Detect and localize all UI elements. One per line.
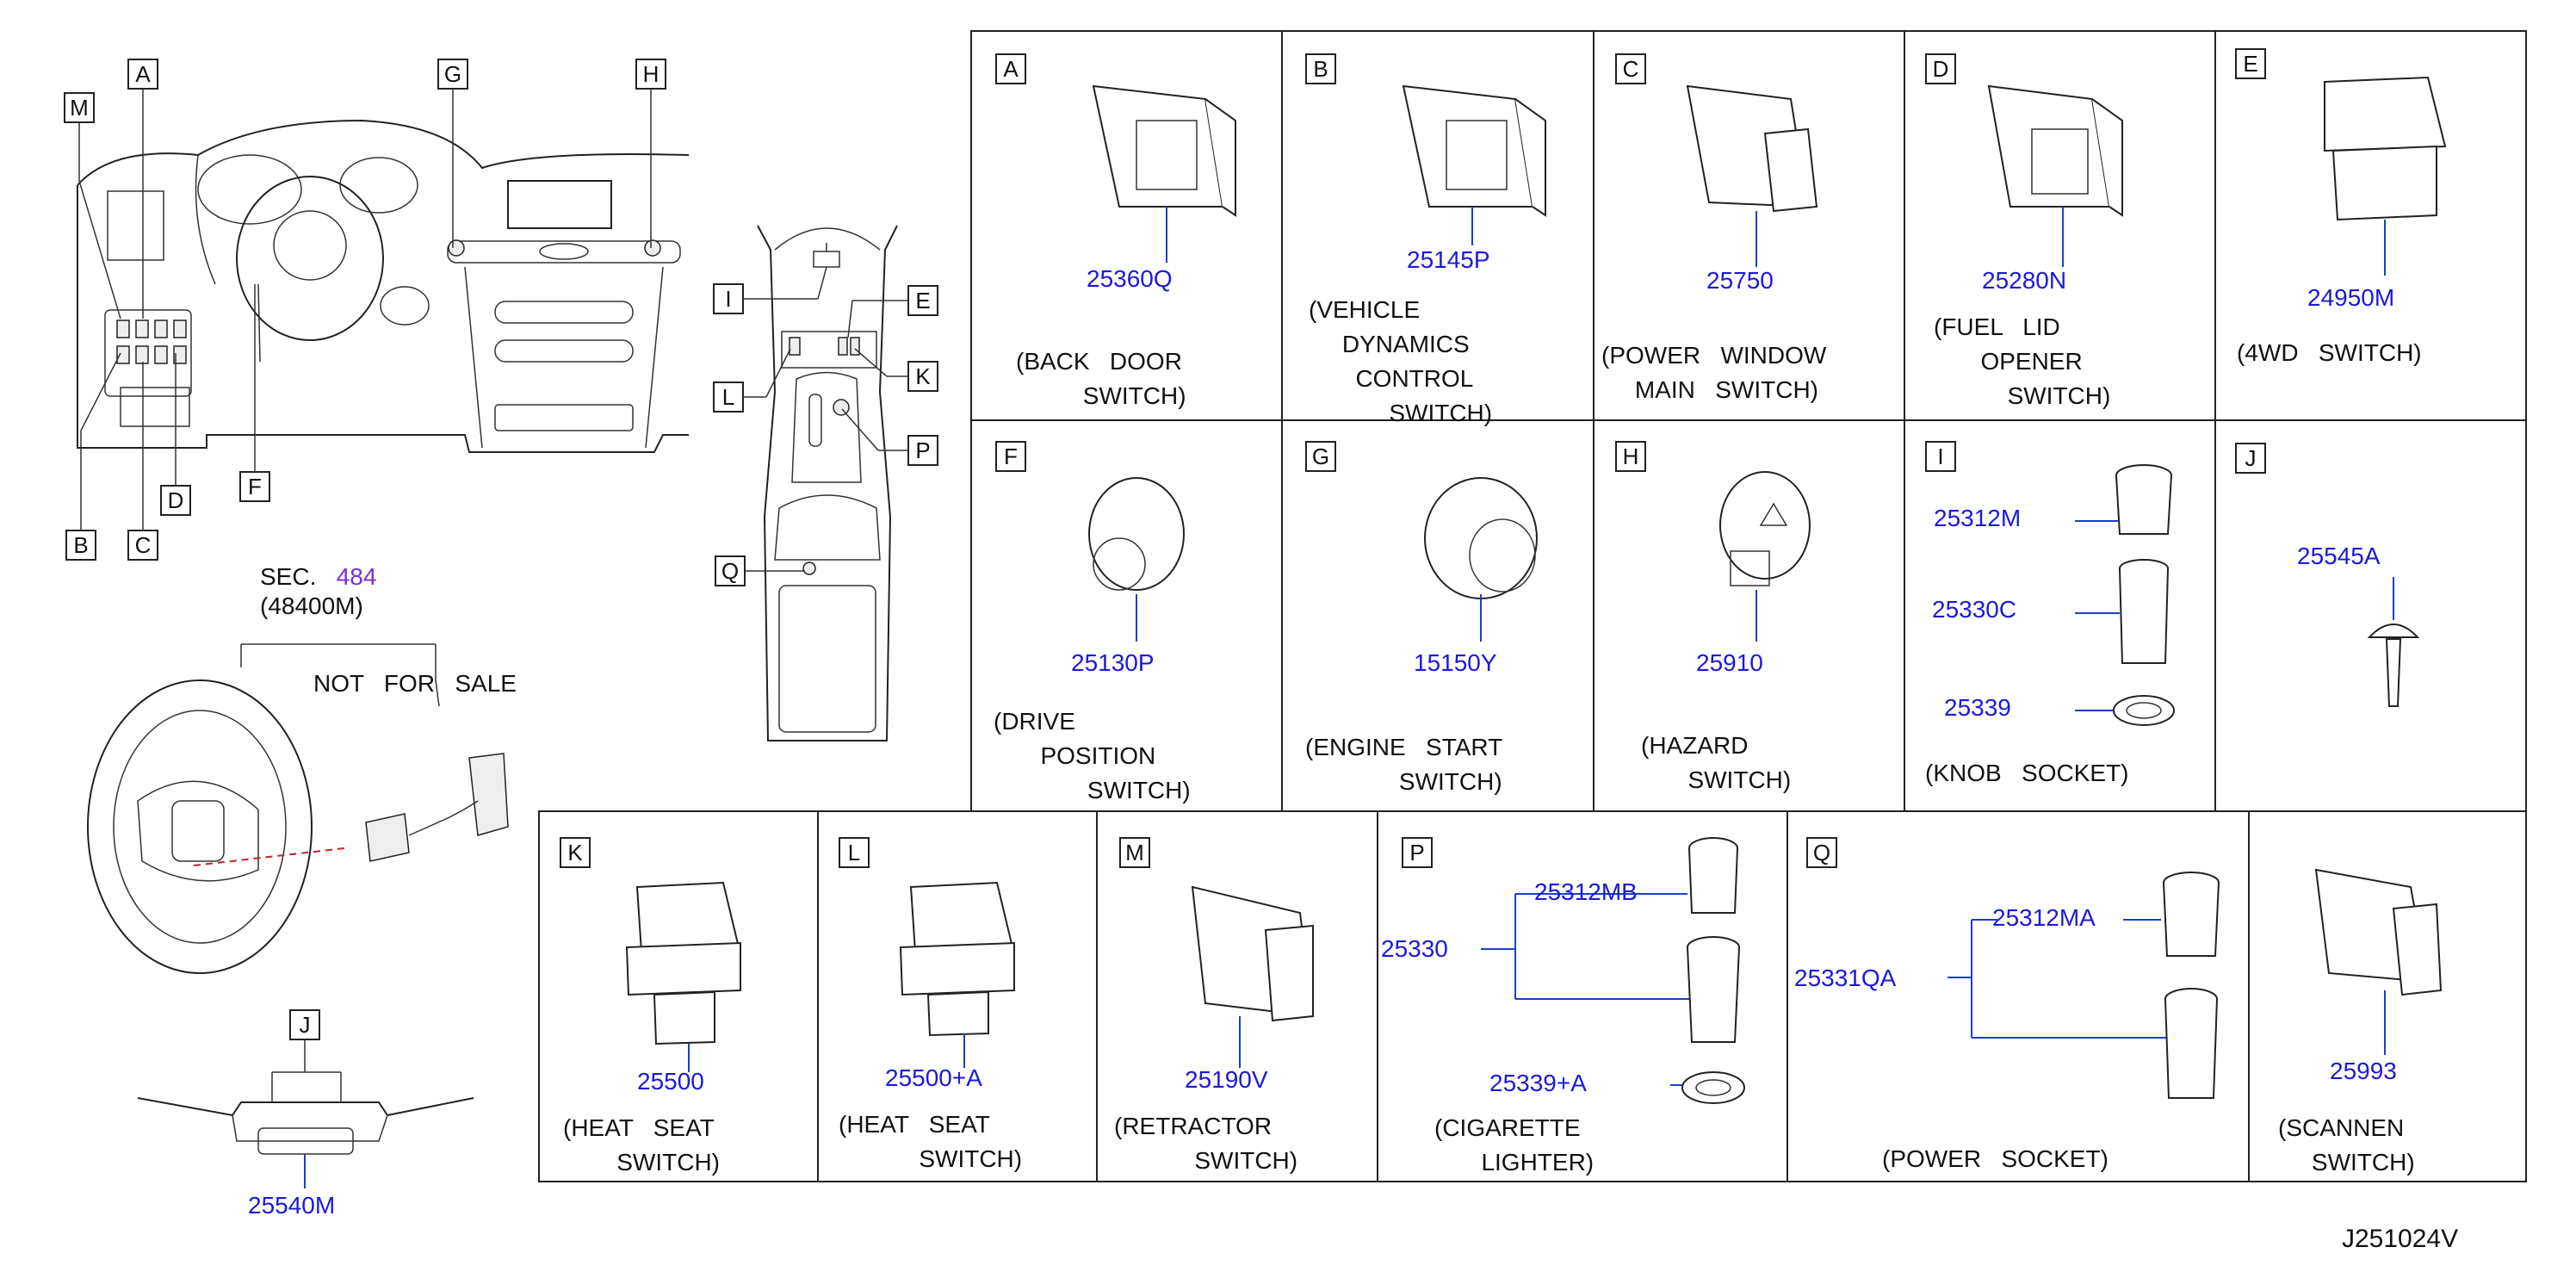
cell-label-j: J	[2235, 443, 2266, 474]
caption-fuel-lid-switch: (FUEL LID OPENER SWITCH)	[1934, 313, 2111, 409]
callout-m: M	[64, 92, 95, 123]
steering-wheel-sketch	[87, 643, 509, 974]
part-sketch-drive-position-switch	[1088, 477, 1185, 642]
part-number-25280n[interactable]: 25280N	[1982, 267, 2067, 294]
part-number-25312m[interactable]: 25312M	[1934, 505, 2022, 531]
caption-drive-position-switch: (DRIVE POSITION SWITCH)	[994, 708, 1191, 803]
cell-label-b: B	[1305, 53, 1336, 84]
cell-label-k: K	[560, 837, 591, 868]
section-number-link[interactable]: 484	[336, 563, 377, 590]
caption-heat-seat-switch-2: (HEAT SEAT SWITCH)	[839, 1111, 1023, 1172]
part-number-25993[interactable]: 25993	[2330, 1058, 2397, 1084]
cell-label-c: C	[1615, 53, 1646, 84]
callout-g: G	[437, 59, 468, 90]
part-number-25545a[interactable]: 25545A	[2297, 543, 2381, 569]
cell-label-p: P	[1402, 837, 1433, 868]
part-sketch-power-window-switch	[1686, 84, 1818, 267]
cell-label-l: L	[839, 837, 870, 868]
caption-4wd-switch: (4WD SWITCH)	[2237, 339, 2422, 366]
dash-switch-cluster	[116, 320, 187, 364]
dashboard-sketch	[77, 119, 690, 453]
caption-retractor-switch: (RETRACTOR SWITCH)	[1114, 1113, 1298, 1174]
cell-label-q: Q	[1806, 837, 1837, 868]
part-number-25312ma[interactable]: 25312MA	[1992, 904, 2096, 931]
callout-q: Q	[715, 555, 746, 586]
part-sketch-engine-start-switch	[1424, 477, 1538, 642]
caption-heat-seat-switch-1: (HEAT SEAT SWITCH)	[563, 1114, 720, 1176]
caption-hazard-switch: (HAZARD SWITCH)	[1641, 732, 1792, 793]
caption-back-door-switch: (BACK DOOR SWITCH)	[1016, 348, 1186, 409]
part-sketch-heat-seat-switch-1	[625, 881, 741, 1072]
part-number-15150y[interactable]: 15150Y	[1414, 649, 1497, 676]
section-reference: SEC. 484	[260, 563, 376, 591]
part-sketch-power-socket	[1947, 872, 2220, 1099]
callout-l: L	[713, 382, 744, 413]
part-sketch-retractor-switch	[1191, 885, 1315, 1068]
caption-engine-start-switch: (ENGINE START SWITCH)	[1305, 734, 1503, 795]
part-number-25500a[interactable]: 25500+A	[885, 1064, 982, 1091]
callout-a: A	[127, 59, 158, 90]
callout-e: E	[907, 285, 938, 316]
caption-cigarette-lighter: (CIGARETTE LIGHTER)	[1434, 1114, 1595, 1176]
dashboard-leaders	[78, 90, 652, 530]
part-number-25312mb[interactable]: 25312MB	[1534, 878, 1638, 905]
part-number-25500[interactable]: 25500	[637, 1068, 704, 1095]
callout-b: B	[65, 530, 96, 561]
part-number-25330c[interactable]: 25330C	[1932, 596, 2017, 623]
part-number-25339a[interactable]: 25339+A	[1489, 1070, 1587, 1096]
combination-switch-sketch	[137, 1040, 474, 1188]
part-sketch-4wd-switch	[2324, 76, 2447, 276]
parts-grid	[538, 30, 2527, 1182]
callout-p: P	[907, 435, 938, 466]
part-sketch-vdc-switch	[1402, 84, 1546, 245]
part-sketch-fuel-lid-switch	[1987, 84, 2123, 267]
part-number-25360q[interactable]: 25360Q	[1087, 265, 1173, 292]
callout-h: H	[635, 59, 666, 90]
part-sketch-screw	[2367, 577, 2420, 707]
caption-vdc-switch: (VEHICLE DYNAMICS CONTROL SWITCH)	[1309, 296, 1493, 426]
cell-label-g: G	[1305, 441, 1336, 472]
section-part-number: (48400M)	[260, 592, 363, 619]
part-sketch-scannen-switch	[2314, 868, 2443, 1055]
caption-power-window-switch: (POWER WINDOW MAIN SWITCH)	[1601, 342, 1827, 403]
part-number-24950m[interactable]: 24950M	[2307, 284, 2395, 311]
callout-i: I	[713, 283, 744, 314]
part-number-25910[interactable]: 25910	[1696, 649, 1763, 676]
cell-label-m: M	[1119, 837, 1150, 868]
part-number-25331qa[interactable]: 25331QA	[1794, 965, 1897, 991]
cell-label-a: A	[995, 53, 1026, 84]
console-sketch	[757, 225, 898, 741]
part-number-25540m[interactable]: 25540M	[248, 1192, 336, 1219]
cell-label-h: H	[1615, 441, 1646, 472]
not-for-sale-note: NOT FOR SALE	[313, 670, 517, 697]
part-sketch-knob-socket	[2075, 464, 2175, 726]
part-sketch-back-door-switch	[1092, 84, 1236, 263]
caption-scannen-switch: (SCANNEN SWITCH)	[2278, 1114, 2415, 1176]
callout-f: F	[239, 471, 270, 502]
part-number-25190v[interactable]: 25190V	[1185, 1066, 1268, 1093]
part-number-25339[interactable]: 25339	[1944, 694, 2011, 721]
part-sketch-hazard-switch	[1719, 471, 1811, 642]
console-leaders	[744, 266, 907, 572]
callout-k: K	[907, 361, 938, 392]
cell-label-e: E	[2235, 48, 2266, 79]
callout-j-combo: J	[289, 1009, 320, 1040]
part-sketch-heat-seat-switch-2	[899, 881, 1015, 1068]
part-sketch-cigarette-lighter	[1481, 837, 1745, 1104]
cell-label-d: D	[1925, 53, 1956, 84]
section-prefix: SEC.	[260, 563, 317, 590]
part-number-25145p[interactable]: 25145P	[1407, 246, 1490, 273]
part-number-25130p[interactable]: 25130P	[1071, 649, 1155, 676]
callout-c: C	[127, 530, 158, 561]
caption-power-socket: (POWER SOCKET)	[1882, 1145, 2108, 1172]
cell-label-f: F	[995, 441, 1026, 472]
diagram-id: J251024V	[2342, 1225, 2459, 1253]
caption-knob-socket: (KNOB SOCKET)	[1925, 760, 2129, 786]
part-number-25330[interactable]: 25330	[1381, 935, 1448, 962]
cell-label-i: I	[1925, 441, 1956, 472]
part-number-25750[interactable]: 25750	[1706, 267, 1774, 294]
callout-d: D	[160, 485, 191, 516]
